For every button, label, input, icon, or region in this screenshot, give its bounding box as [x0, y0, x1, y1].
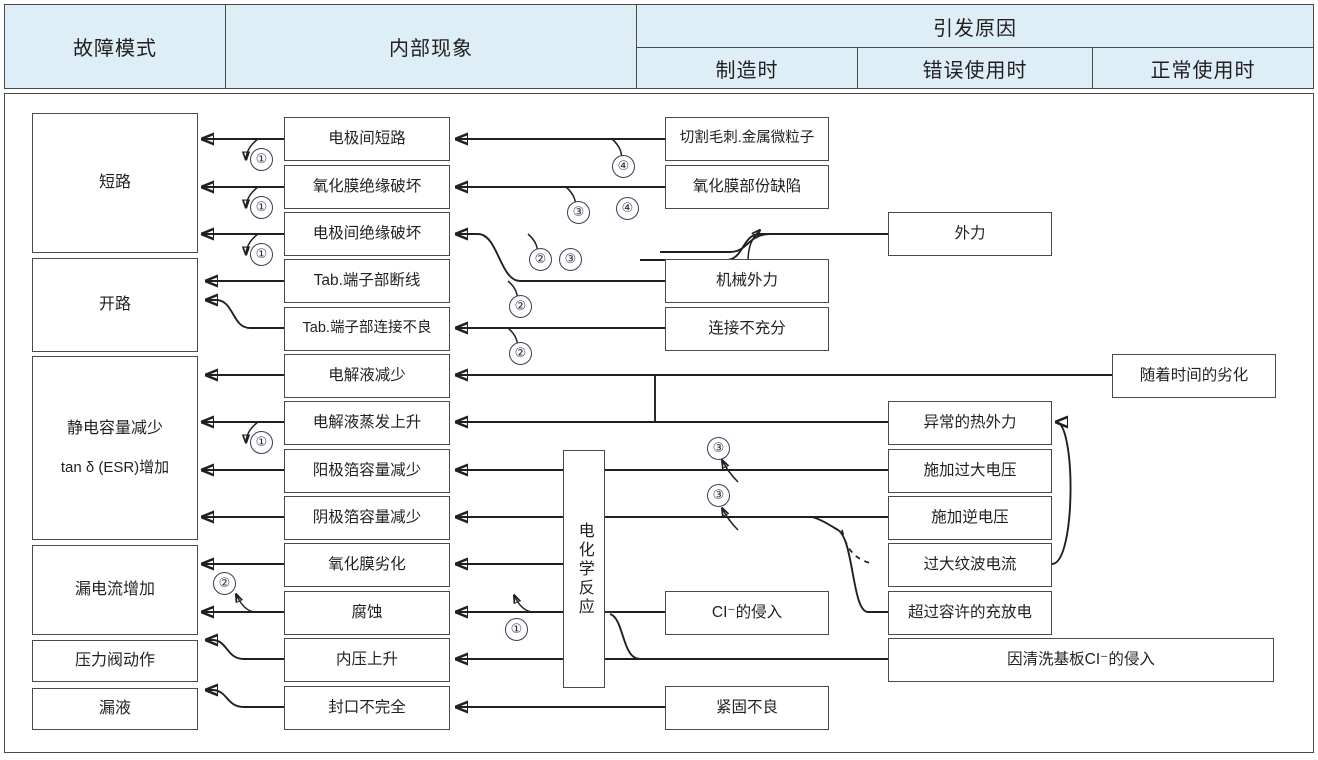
cause-excessive-ripple-current[interactable]: 过大纹波电流: [888, 543, 1052, 587]
cause-label: 连接不充分: [708, 319, 786, 337]
cause-label: 异常的热外力: [923, 413, 1017, 431]
internal-label: 氧化膜绝缘破坏: [312, 177, 422, 195]
internal-tab-terminal-break[interactable]: Tab.端子部断线: [284, 259, 450, 303]
cause-time-degradation[interactable]: 随着时间的劣化: [1112, 354, 1276, 398]
internal-label: 电解液减少: [328, 366, 406, 384]
internal-oxide-film-degradation[interactable]: 氧化膜劣化: [284, 543, 450, 587]
cause-oxide-film-partial-defect[interactable]: 氧化膜部份缺陷: [665, 165, 829, 209]
cause-label: 过大纹波电流: [923, 555, 1017, 573]
failure-mode-label: 压力阀动作: [74, 652, 155, 670]
cause-label: 随着时间的劣化: [1139, 366, 1249, 384]
cause-label: 超过容许的充放电: [907, 603, 1032, 621]
marker-circle-1-e: ①: [505, 618, 528, 641]
internal-label: 电极间短路: [328, 129, 406, 147]
marker-circle-3-c: ③: [707, 437, 730, 460]
marker-circle-1-c: ①: [250, 243, 273, 266]
cause-label: 紧固不良: [715, 698, 778, 716]
failure-mode-label: 漏电流增加: [74, 581, 155, 599]
cause-abnormal-thermal-force[interactable]: 异常的热外力: [888, 401, 1052, 445]
failure-mode-open-circuit[interactable]: 开路: [32, 258, 198, 352]
internal-internal-pressure-rise[interactable]: 内压上升: [284, 638, 450, 682]
failure-mode-label: 漏液: [98, 700, 131, 718]
cause-label: 施加逆电压: [931, 508, 1009, 526]
cause-insufficient-connection[interactable]: 连接不充分: [665, 307, 829, 351]
cause-label: 施加过大电压: [923, 461, 1017, 479]
failure-mode-capacitance-drop[interactable]: 静电容量减少 tan δ (ESR)增加: [32, 356, 198, 540]
electrochemical-reaction-label: 电化学反应: [575, 521, 593, 617]
cause-mechanical-external-force[interactable]: 机械外力: [665, 259, 829, 303]
marker-circle-3-d: ③: [707, 484, 730, 507]
internal-label: Tab.端子部断线: [313, 271, 421, 289]
cause-label: 机械外力: [715, 271, 778, 289]
internal-cathode-foil-capacitance-drop[interactable]: 阴极箔容量减少: [284, 496, 450, 540]
header-cell-manufacture: 制造时: [636, 47, 858, 89]
internal-label: Tab.端子部连接不良: [302, 320, 432, 337]
cause-burr-metal-particles[interactable]: 切割毛刺.金属微粒子: [665, 117, 829, 161]
marker-circle-1-d: ①: [250, 431, 273, 454]
marker-circle-2-c: ②: [509, 342, 532, 365]
cause-label: 外力: [954, 224, 986, 242]
internal-label: 氧化膜劣化: [328, 555, 406, 573]
internal-electrode-short[interactable]: 电极间短路: [284, 117, 450, 161]
failure-mode-leakage-current[interactable]: 漏电流增加: [32, 545, 198, 635]
cause-excessive-charge-discharge[interactable]: 超过容许的充放电: [888, 591, 1052, 635]
internal-label: 内压上升: [335, 650, 398, 668]
marker-circle-3-b: ③: [559, 248, 582, 271]
marker-circle-4-a: ④: [612, 155, 635, 178]
internal-electrolyte-evaporation[interactable]: 电解液蒸发上升: [284, 401, 450, 445]
internal-label: 腐蚀: [351, 603, 383, 621]
cause-label: 因清洗基板CI⁻的侵入: [1007, 650, 1155, 668]
marker-circle-1-b: ①: [250, 196, 273, 219]
cause-external-force[interactable]: 外力: [888, 212, 1052, 256]
internal-oxide-film-insulation-breakdown[interactable]: 氧化膜绝缘破坏: [284, 165, 450, 209]
marker-circle-4-b: ④: [616, 197, 639, 220]
internal-label: 封口不完全: [328, 698, 406, 716]
marker-circle-1-a: ①: [250, 148, 273, 171]
cause-chloride-ion-intrusion[interactable]: CI⁻的侵入: [665, 591, 829, 635]
cause-reverse-voltage-applied[interactable]: 施加逆电压: [888, 496, 1052, 540]
failure-mode-label: 短路: [98, 174, 131, 192]
internal-electrolyte-decrease[interactable]: 电解液减少: [284, 354, 450, 398]
cause-label: 氧化膜部份缺陷: [692, 177, 802, 195]
header-cell-misuse: 错误使用时: [857, 47, 1093, 89]
internal-label: 电极间绝缘破坏: [312, 224, 422, 242]
failure-mode-sublabel: tan δ (ESR)增加: [60, 458, 170, 476]
electrochemical-reaction-box[interactable]: 电化学反应: [563, 450, 605, 688]
failure-mode-short-circuit[interactable]: 短路: [32, 113, 198, 253]
failure-mode-label: 静电容量减少: [66, 420, 163, 438]
cause-board-cleaning-chloride-intrusion[interactable]: 因清洗基板CI⁻的侵入: [888, 638, 1274, 682]
internal-label: 阳极箔容量减少: [312, 461, 422, 479]
failure-mode-liquid-leak[interactable]: 漏液: [32, 688, 198, 730]
cause-label: CI⁻的侵入: [711, 603, 783, 621]
internal-corrosion[interactable]: 腐蚀: [284, 591, 450, 635]
header-cell-normal-use: 正常使用时: [1092, 47, 1314, 89]
internal-label: 阴极箔容量减少: [312, 508, 422, 526]
internal-label: 电解液蒸发上升: [312, 413, 422, 431]
failure-mode-label: 开路: [98, 296, 131, 314]
header-cell-internal-phenomena: 内部现象: [225, 4, 637, 89]
marker-circle-2-d: ②: [213, 572, 236, 595]
cause-label: 切割毛刺.金属微粒子: [679, 130, 815, 147]
internal-anode-foil-capacitance-drop[interactable]: 阳极箔容量减少: [284, 449, 450, 493]
cause-overvoltage-applied[interactable]: 施加过大电压: [888, 449, 1052, 493]
marker-circle-2-a: ②: [529, 248, 552, 271]
internal-tab-terminal-poor-connection[interactable]: Tab.端子部连接不良: [284, 307, 450, 351]
header-cell-cause-group: 引发原因: [636, 4, 1314, 48]
internal-interelectrode-insulation-breakdown[interactable]: 电极间绝缘破坏: [284, 212, 450, 256]
marker-circle-3-a: ③: [567, 201, 590, 224]
failure-mode-pressure-valve[interactable]: 压力阀动作: [32, 640, 198, 682]
internal-incomplete-sealing[interactable]: 封口不完全: [284, 686, 450, 730]
marker-circle-2-b: ②: [509, 295, 532, 318]
cause-poor-fastening[interactable]: 紧固不良: [665, 686, 829, 730]
header-cell-failure-mode: 故障模式: [4, 4, 226, 89]
